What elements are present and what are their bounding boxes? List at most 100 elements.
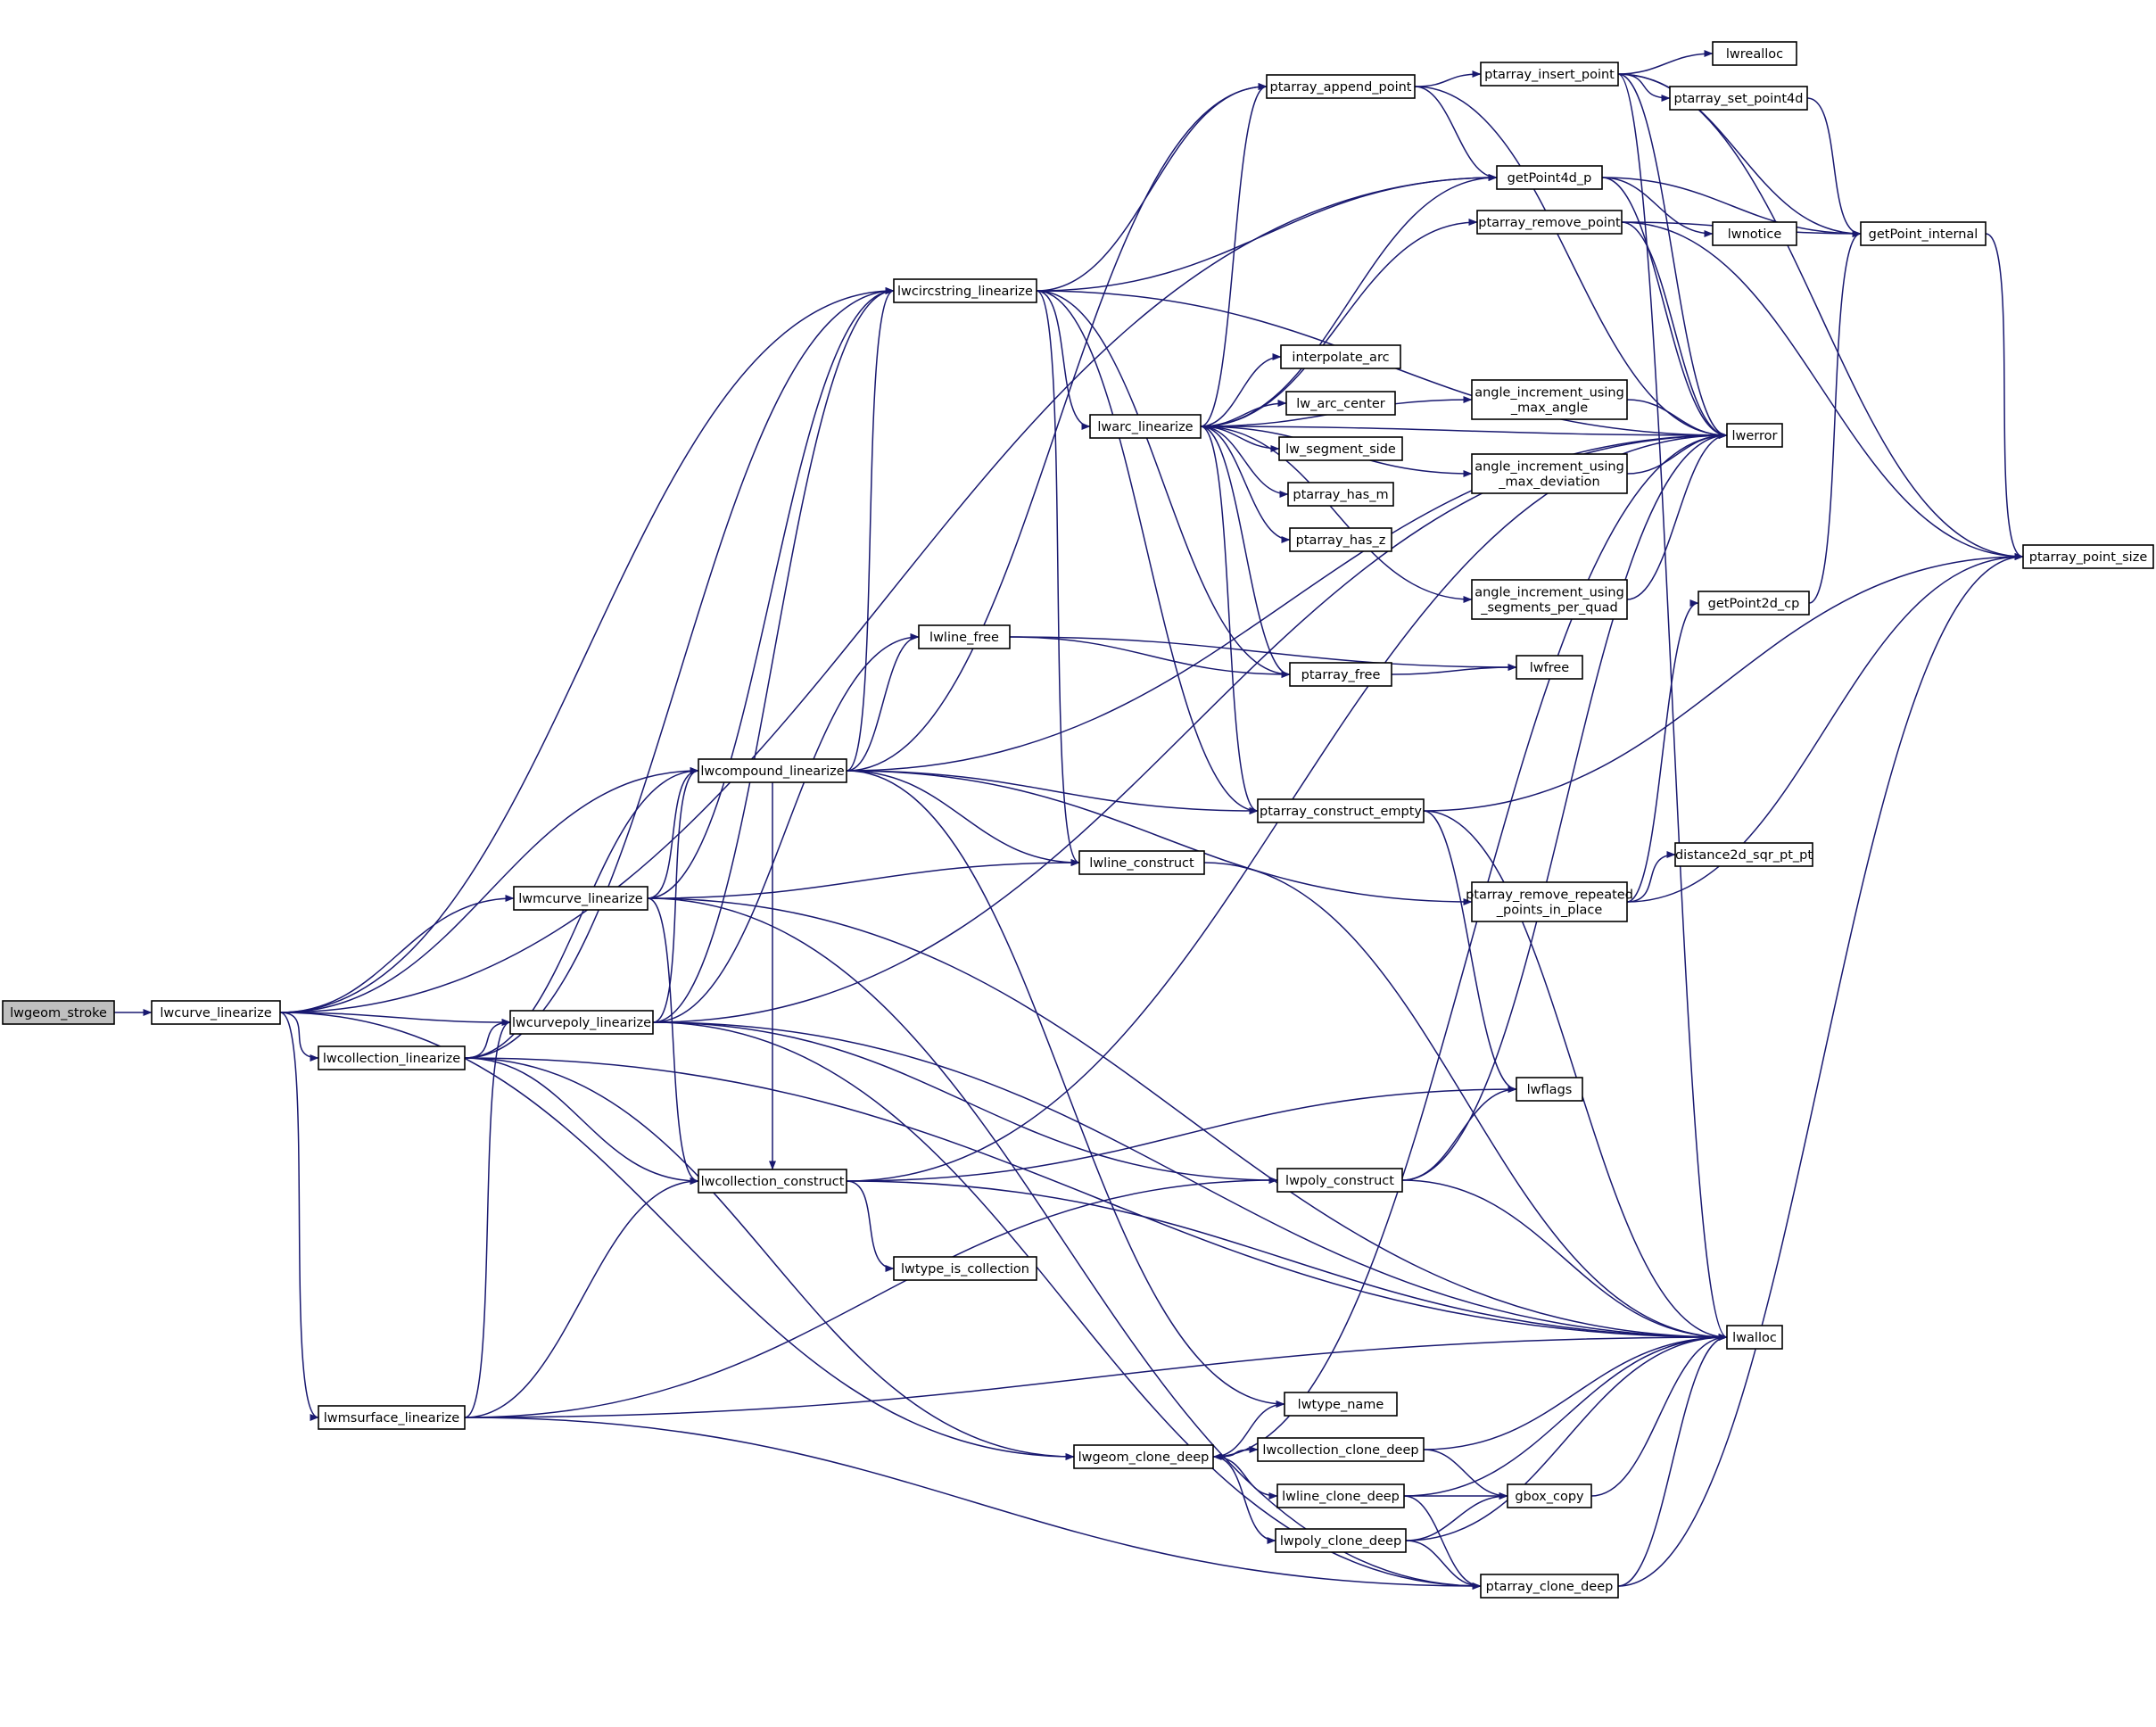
node-lwtype-name[interactable]: lwtype_name bbox=[1284, 1392, 1398, 1417]
node-ptarray-free[interactable]: ptarray_free bbox=[1289, 662, 1392, 687]
node-lwpoly-construct[interactable]: lwpoly_construct bbox=[1276, 1168, 1403, 1193]
edge-lwcollection_linearize-to-lwalloc bbox=[464, 1057, 1728, 1341]
node-label: ptarray_clone_deep bbox=[1486, 1580, 1614, 1594]
edge-arrow bbox=[1423, 1449, 1508, 1500]
node-lwmcurve-linearize[interactable]: lwmcurve_linearize bbox=[513, 886, 648, 911]
edge-lwcircstring_linearize-to-getPoint4d_p bbox=[1036, 174, 1498, 292]
edge-lwline_free-to-lwfree bbox=[1009, 636, 1517, 671]
node-lwflags[interactable]: lwflags bbox=[1516, 1077, 1583, 1102]
node-box bbox=[1860, 221, 1987, 246]
node-label: ptarray_has_m bbox=[1293, 488, 1388, 502]
node-label: lwnotice bbox=[1728, 227, 1782, 242]
edge-arrow bbox=[1403, 1334, 1728, 1497]
node-lwmsurface-linearize[interactable]: lwmsurface_linearize bbox=[318, 1405, 466, 1430]
edge-arrow bbox=[279, 895, 515, 1013]
node-label: lwflags bbox=[1527, 1083, 1573, 1097]
node-distance2d-sqr-pt-pt[interactable]: distance2d_sqr_pt_pt bbox=[1674, 842, 1813, 867]
edge-arrow bbox=[1200, 174, 1498, 427]
edge-lwarc_linearize-to-ptarray_free bbox=[1200, 426, 1291, 678]
node-ptarray-point-size[interactable]: ptarray_point_size bbox=[2022, 544, 2154, 569]
edge-lwcurvepoly_linearize-to-lwcircstring_linearize bbox=[652, 287, 895, 1023]
edge-arrow bbox=[1626, 851, 1676, 903]
node-lwcollection-clone-deep[interactable]: lwcollection_clone_deep bbox=[1257, 1437, 1425, 1462]
edge-lwcollection_construct-to-lwflags bbox=[846, 1086, 1517, 1182]
node-lwcircstring-linearize[interactable]: lwcircstring_linearize bbox=[893, 278, 1037, 303]
node-lwgeom-clone-deep[interactable]: lwgeom_clone_deep bbox=[1073, 1444, 1214, 1469]
node-ptarray-insert-point[interactable]: ptarray_insert_point bbox=[1480, 62, 1619, 87]
edge-arrow bbox=[1806, 97, 1862, 237]
node-lwcollection-linearize[interactable]: lwcollection_linearize bbox=[318, 1045, 466, 1070]
edge-lwpoly_clone_deep-to-gbox_copy bbox=[1405, 1492, 1508, 1541]
node-label: lwcollection_linearize bbox=[323, 1052, 460, 1066]
node-lwfree[interactable]: lwfree bbox=[1516, 655, 1583, 680]
node-label: angle_increment_using bbox=[1475, 460, 1624, 475]
edge-arrow bbox=[464, 287, 895, 1059]
node-lwcurve-linearize[interactable]: lwcurve_linearize bbox=[151, 1000, 281, 1025]
edge-arrow bbox=[647, 897, 699, 1185]
edge-arrow bbox=[1200, 426, 1473, 603]
edge-ptarray_construct_empty-to-lwflags bbox=[1423, 810, 1517, 1093]
edge-lwcompound_linearize-to-lwtype_name bbox=[846, 770, 1285, 1408]
edge-ptarray_remove_repeated_points_in_place-to-getPoint2d_cp bbox=[1626, 599, 1699, 903]
node-lwrealloc[interactable]: lwrealloc bbox=[1712, 41, 1797, 66]
node-ptarray-clone-deep[interactable]: ptarray_clone_deep bbox=[1480, 1574, 1619, 1599]
edge-arrow bbox=[1621, 221, 2024, 560]
node-lwtype-is-collection[interactable]: lwtype_is_collection bbox=[893, 1256, 1037, 1281]
node-lwline-construct[interactable]: lwline_construct bbox=[1078, 850, 1205, 875]
node-ptarray-remove-repeated-points-in-place[interactable]: ptarray_remove_repeated_points_in_place bbox=[1466, 881, 1633, 922]
node-lwnotice[interactable]: lwnotice bbox=[1712, 221, 1797, 246]
node-lwgeom-stroke[interactable]: lwgeom_stroke bbox=[2, 1000, 115, 1025]
edge-arrow bbox=[846, 633, 920, 772]
node-ptarray-remove-point[interactable]: ptarray_remove_point bbox=[1476, 210, 1623, 235]
node-lwarc-linearize[interactable]: lwarc_linearize bbox=[1089, 414, 1202, 439]
node-lwline-clone-deep[interactable]: lwline_clone_deep bbox=[1276, 1483, 1405, 1508]
node-label: lw_segment_side bbox=[1285, 442, 1396, 457]
node-lwcompound-linearize[interactable]: lwcompound_linearize bbox=[698, 758, 847, 783]
node-angle-increment-using-max-deviation[interactable]: angle_increment_using_max_deviation bbox=[1471, 453, 1628, 494]
edge-ptarray_construct_empty-to-lwalloc bbox=[1423, 810, 1728, 1341]
node-ptarray-append-point[interactable]: ptarray_append_point bbox=[1266, 74, 1416, 99]
edge-arrow bbox=[464, 1057, 699, 1185]
node-lwcollection-construct[interactable]: lwcollection_construct bbox=[698, 1169, 847, 1194]
node-box bbox=[1496, 165, 1603, 190]
edge-arrow bbox=[1621, 221, 1728, 439]
node-lw-segment-side[interactable]: lw_segment_side bbox=[1278, 436, 1403, 461]
edge-lwcollection_linearize-to-lwcollection_construct bbox=[464, 1057, 699, 1185]
node-box bbox=[1471, 579, 1628, 620]
node-getPoint4d-p[interactable]: getPoint4d_p bbox=[1496, 165, 1603, 190]
node-lwalloc[interactable]: lwalloc bbox=[1726, 1325, 1783, 1350]
node-lwpoly-clone-deep[interactable]: lwpoly_clone_deep bbox=[1275, 1528, 1407, 1553]
node-getPoint2d-cp[interactable]: getPoint2d_cp bbox=[1698, 591, 1810, 616]
edge-ptarray_append_point-to-ptarray_insert_point bbox=[1414, 70, 1482, 87]
edge-arrow bbox=[1414, 86, 1728, 439]
edge-arrow bbox=[464, 1417, 1482, 1590]
node-ptarray-construct-empty[interactable]: ptarray_construct_empty bbox=[1257, 798, 1425, 823]
node-lwcurvepoly-linearize[interactable]: lwcurvepoly_linearize bbox=[509, 1010, 654, 1035]
edge-lwcollection_construct-to-lwalloc bbox=[846, 1180, 1728, 1341]
edge-arrow bbox=[846, 83, 1268, 772]
edge-arrow bbox=[1212, 1449, 1259, 1460]
node-gbox-copy[interactable]: gbox_copy bbox=[1507, 1483, 1592, 1508]
edge-arrow bbox=[279, 767, 699, 1013]
edge-arrow bbox=[1200, 83, 1268, 427]
node-label: lwcircstring_linearize bbox=[897, 285, 1033, 299]
edge-arrow bbox=[1036, 290, 1259, 814]
edge-lwarc_linearize-to-lwerror bbox=[1200, 426, 1728, 439]
edge-lwmsurface_linearize-to-lwcollection_construct bbox=[464, 1178, 699, 1418]
edge-arrow bbox=[1617, 1334, 1728, 1587]
edge-arrow bbox=[1626, 432, 1728, 600]
node-angle-increment-using-segments-per-quad[interactable]: angle_increment_using_segments_per_quad bbox=[1471, 579, 1628, 620]
node-interpolate-arc[interactable]: interpolate_arc bbox=[1280, 344, 1401, 369]
node-lwline-free[interactable]: lwline_free bbox=[918, 624, 1011, 649]
node-lwerror[interactable]: lwerror bbox=[1726, 423, 1783, 448]
node-ptarray-has-z[interactable]: ptarray_has_z bbox=[1289, 527, 1392, 552]
edge-ptarray_free-to-lwfree bbox=[1391, 664, 1517, 675]
node-ptarray-has-m[interactable]: ptarray_has_m bbox=[1287, 482, 1394, 507]
edge-arrow bbox=[846, 770, 1285, 1408]
node-lw-arc-center[interactable]: lw_arc_center bbox=[1285, 391, 1396, 416]
node-getPoint-internal[interactable]: getPoint_internal bbox=[1860, 221, 1987, 246]
node-angle-increment-using-max-angle[interactable]: angle_increment_using_max_angle bbox=[1471, 379, 1628, 420]
node-label: getPoint4d_p bbox=[1508, 171, 1592, 186]
node-ptarray-set-point4d[interactable]: ptarray_set_point4d bbox=[1669, 86, 1808, 111]
node-label: ptarray_free bbox=[1301, 668, 1381, 682]
